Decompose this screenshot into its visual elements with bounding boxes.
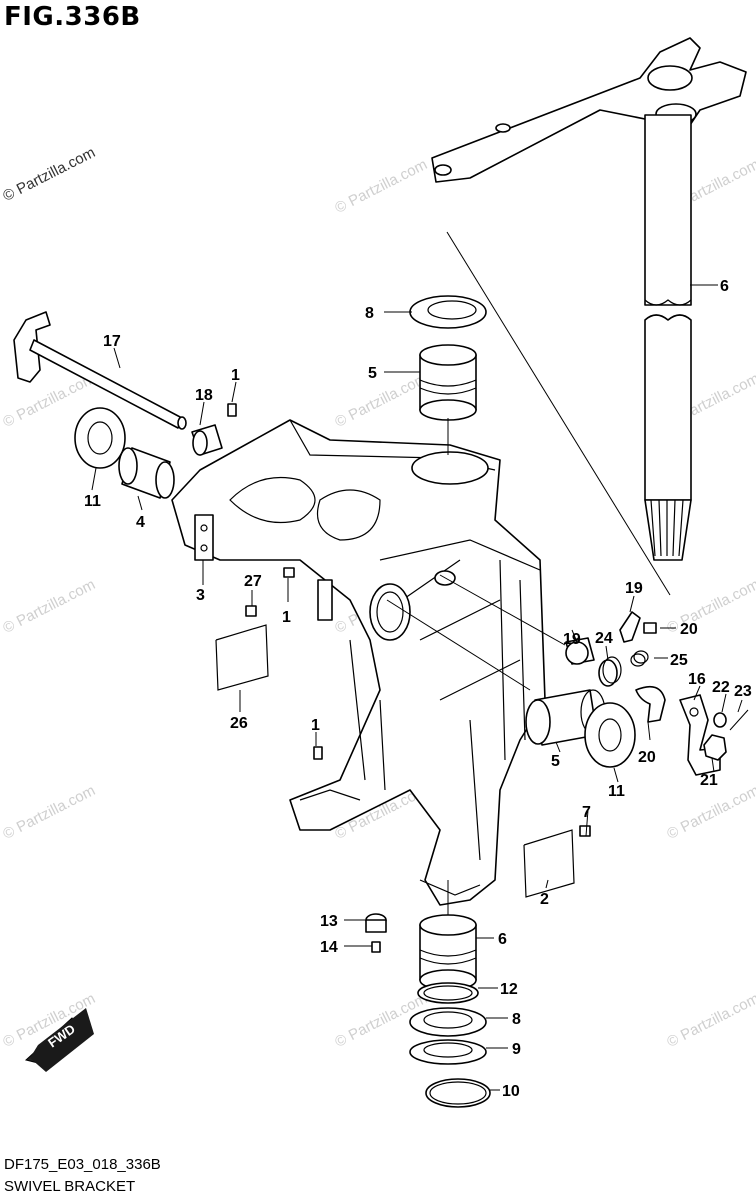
washer-part <box>409 295 487 329</box>
bushing-part <box>419 914 477 991</box>
callout-5: 5 <box>368 365 377 382</box>
callout-27: 27 <box>244 573 262 590</box>
bushing-part <box>419 344 477 421</box>
callout-1: 1 <box>311 717 320 734</box>
callout-14: 14 <box>320 939 338 956</box>
clip-part <box>635 685 666 723</box>
swivel-bracket-body <box>171 419 546 906</box>
callout-22: 22 <box>712 679 730 696</box>
ground-wire-part <box>523 825 591 898</box>
callout-15: 17 <box>103 333 121 350</box>
steering-shaft-part <box>431 37 747 561</box>
callout-21: 21 <box>700 772 718 789</box>
fwd-arrow-icon: FWD <box>24 1008 94 1072</box>
callout-13: 13 <box>320 913 338 930</box>
callout-26: 26 <box>230 715 248 732</box>
callout-1: 1 <box>231 367 240 384</box>
callout-12: 12 <box>500 981 518 998</box>
plate-part <box>679 694 749 776</box>
callout-23: 23 <box>734 683 752 700</box>
bracket-part <box>619 611 657 643</box>
o-ring-part <box>417 982 479 1004</box>
callout-8: 8 <box>512 1011 521 1028</box>
figure-name: SWIVEL BRACKET <box>4 1178 136 1195</box>
callout-11: 11 <box>84 493 101 510</box>
callout-3: 3 <box>196 587 205 604</box>
callout-10: 10 <box>502 1083 520 1100</box>
callout-24: 24 <box>595 630 613 647</box>
spring-part <box>598 650 649 687</box>
washer-part <box>409 1039 487 1065</box>
callout-4: 5 <box>551 753 560 770</box>
washer-part <box>409 1007 487 1037</box>
callout-5: 6 <box>498 931 507 948</box>
callout-20: 20 <box>680 621 698 638</box>
callout-17: 19 <box>563 631 581 648</box>
ground-wire-part <box>215 605 269 691</box>
callout-2: 2 <box>540 891 549 908</box>
grease-fitting-part <box>227 403 323 760</box>
bushing-part <box>118 447 175 499</box>
washer-part <box>584 702 636 768</box>
callout-8: 8 <box>365 305 374 322</box>
washer-part <box>74 407 126 469</box>
callout-16: 16 <box>688 671 706 688</box>
callout-1: 1 <box>282 609 291 626</box>
figure-code: DF175_E03_018_336B <box>4 1156 161 1173</box>
bolt-part <box>365 913 387 953</box>
callout-labels: 6 8 5 17 1 18 11 4 3 27 1 26 1 19 24 25 … <box>84 278 730 1100</box>
callout-9: 9 <box>512 1041 521 1058</box>
snap-ring-part <box>425 1078 491 1108</box>
bushing-part <box>565 637 595 665</box>
callout-11: 11 <box>608 783 625 800</box>
callout-18: 20 <box>638 749 656 766</box>
leader-lines <box>91 231 743 1091</box>
callout-17: 18 <box>195 387 213 404</box>
figure-title: FIG.336B <box>4 2 141 32</box>
bushing-part <box>191 424 223 456</box>
tilt-tube-part <box>13 311 187 430</box>
callout-7: 7 <box>582 804 591 821</box>
callout-19: 19 <box>625 580 643 597</box>
callout-25: 25 <box>670 652 688 669</box>
callout-4: 4 <box>136 514 145 531</box>
callout-6: 6 <box>720 278 729 295</box>
